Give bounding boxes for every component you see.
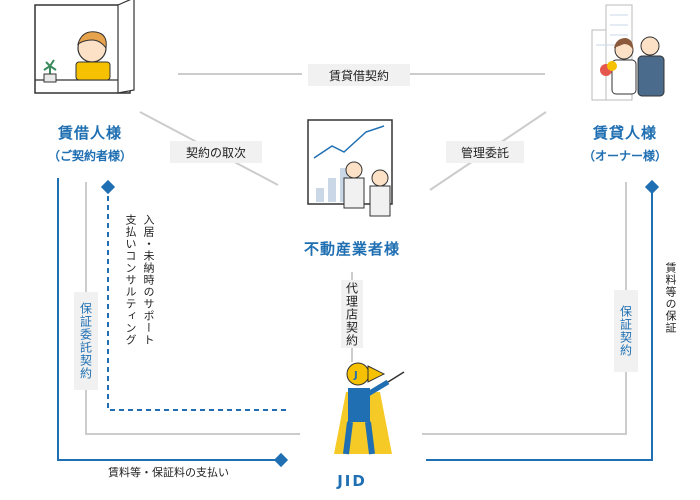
agency-contract-label: 代理店契約	[341, 280, 363, 348]
payment-line	[57, 178, 276, 461]
payment-text: 賃料等・保証料の支払い	[108, 466, 229, 479]
tenant-subtitle: （ご契約者様）	[47, 149, 132, 163]
guarantee-contract-label: 保証契約	[614, 290, 638, 372]
landlord-name: 賃貸人様	[592, 124, 657, 142]
agent-illustration	[307, 119, 393, 217]
jid-mascot-illustration: J	[334, 362, 405, 455]
guarantee-consignment-line	[85, 182, 300, 435]
rent-guarantee-text: 賃料等の保証	[664, 262, 677, 334]
tenant-name: 賃借人様	[57, 124, 122, 142]
guarantee-consignment-label: 保証委託契約	[74, 292, 98, 390]
landlord-subtitle: （オーナー様）	[582, 149, 667, 163]
contract-intermediary-label: 契約の取次	[170, 141, 262, 163]
tenant-title: 賃借人様 （ご契約者様）	[40, 122, 140, 164]
svg-text:J: J	[353, 370, 358, 381]
support-text-line2: 支払いコンサルティング	[124, 214, 137, 346]
rent-guarantee-arrow-diamond	[644, 179, 660, 195]
support-text-line1: 入居・未納時のサポート	[142, 214, 155, 346]
support-arrow-diamond	[100, 179, 116, 195]
guarantee-contract-line	[422, 182, 627, 435]
rent-guarantee-line	[426, 192, 653, 461]
lease-contract-label: 賃貸借契約	[308, 64, 410, 86]
landlord-title: 賃貸人様 （オーナー様）	[570, 122, 680, 164]
payment-arrow-diamond	[273, 452, 289, 468]
jid-title: JID	[322, 472, 382, 490]
landlord-illustration	[591, 4, 665, 101]
agent-title: 不動産業者様	[286, 238, 418, 259]
management-consignment-label: 管理委託	[446, 141, 524, 163]
jid-name: JID	[337, 472, 367, 490]
tenant-illustration	[34, 0, 135, 94]
agent-name: 不動産業者様	[303, 240, 400, 258]
